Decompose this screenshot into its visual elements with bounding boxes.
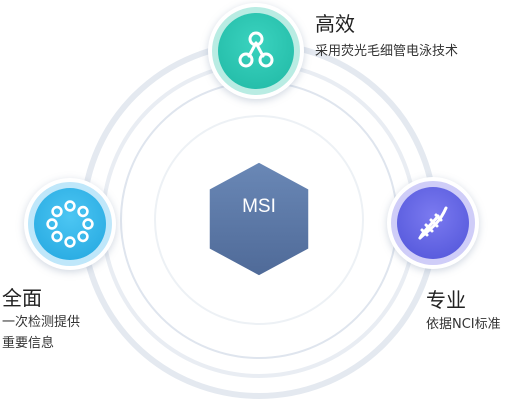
dna-helix-icon bbox=[410, 200, 456, 246]
comprehensive-description-line2: 重要信息 bbox=[2, 336, 55, 351]
center-hexagon bbox=[208, 161, 310, 277]
professional-title: 专业 bbox=[426, 288, 466, 312]
comprehensive-description-line1: 一次检测提供 bbox=[2, 315, 81, 330]
center-label: MSI bbox=[242, 196, 276, 217]
comprehensive-title: 全面 bbox=[2, 286, 42, 310]
professional-node bbox=[387, 177, 479, 269]
efficient-node bbox=[208, 3, 304, 99]
inner-ring bbox=[154, 115, 364, 325]
efficient-description: 采用荧光毛细管电泳技术 bbox=[315, 44, 459, 59]
bead-ring-icon bbox=[46, 200, 94, 248]
network-nodes-icon bbox=[233, 28, 279, 74]
efficient-title: 高效 bbox=[315, 12, 355, 36]
comprehensive-node bbox=[24, 178, 116, 270]
professional-description: 依据NCI标准 bbox=[426, 317, 501, 332]
